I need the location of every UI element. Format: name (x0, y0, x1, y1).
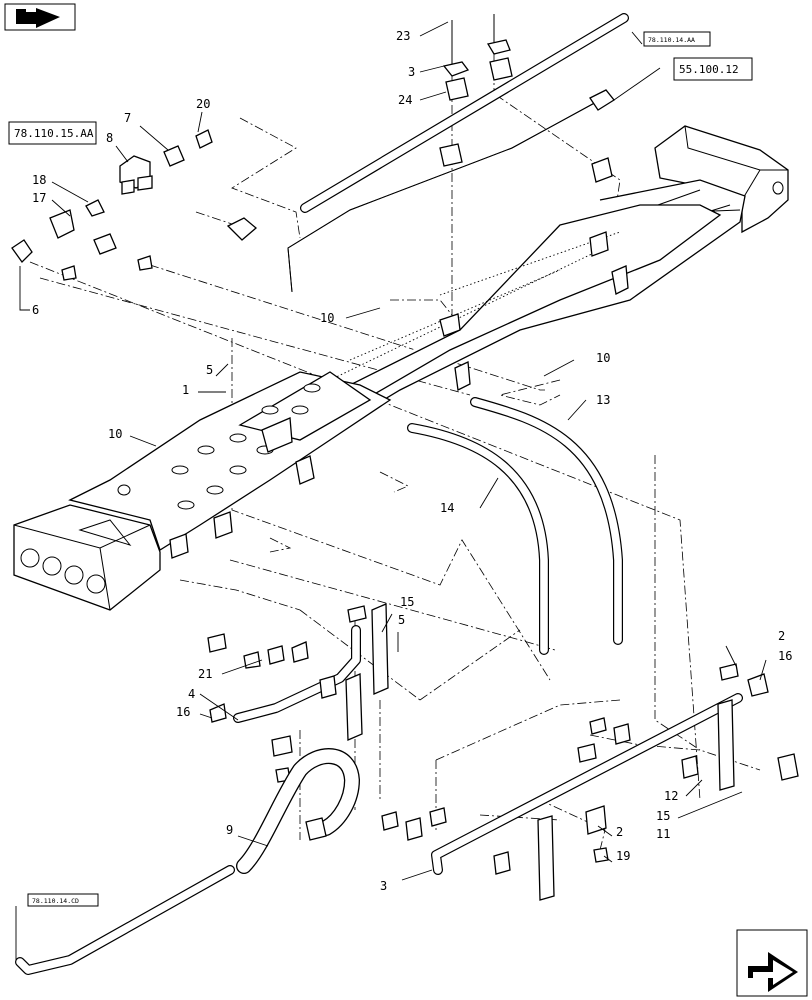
top-clamps (439, 14, 613, 183)
callout-23: 23 (396, 29, 410, 43)
section-ref-bottom-tube[interactable]: 78.110.14.CD (27, 893, 99, 907)
drawbar-frame (13, 125, 789, 611)
top-steel-tube (300, 13, 629, 213)
callout-11: 11 (656, 827, 670, 841)
lower-right-tube-assembly (381, 663, 799, 901)
callout-19: 19 (616, 849, 630, 863)
callout-16-right: 16 (778, 649, 792, 663)
section-ref-text: 55.100.12 (679, 63, 739, 76)
assembly-centerlines (29, 20, 761, 851)
callout-17: 17 (32, 191, 46, 205)
hose-9 (236, 748, 360, 874)
callout-2-upper: 2 (778, 629, 785, 643)
callout-8: 8 (106, 131, 113, 145)
callout-labels: 23 3 24 22 20 7 8 18 17 6 10 10 5 1 10 1… (32, 29, 792, 893)
callout-21: 21 (198, 667, 212, 681)
section-ref-text: 78.110.14.AA (648, 36, 695, 44)
tongue-holes (117, 383, 321, 510)
callout-5-upper: 5 (206, 363, 213, 377)
callout-13: 13 (596, 393, 610, 407)
callout-14: 14 (440, 501, 454, 515)
lower-left-tube-assembly (207, 603, 389, 783)
section-ref-wire-harness[interactable]: 55.100.12 (673, 57, 753, 81)
curved-tube-14 (407, 423, 549, 655)
leader-lines (15, 21, 767, 960)
section-ref-text: 78.110.14.CD (32, 897, 79, 905)
callout-20: 20 (196, 97, 210, 111)
section-ref-top-tube[interactable]: 78.110.14.AA (643, 31, 711, 47)
callout-12: 12 (664, 789, 678, 803)
callout-15-left: 15 (400, 595, 414, 609)
callout-2-lower: 2 (616, 825, 623, 839)
section-ref-left-valve[interactable]: 78.110.15.AA (8, 121, 97, 145)
bottom-steel-tube (15, 865, 235, 975)
callout-10-right: 10 (596, 351, 610, 365)
callout-24: 24 (398, 93, 412, 107)
front-ports (20, 548, 106, 594)
curved-tube-13 (470, 397, 623, 645)
callout-4: 4 (188, 687, 195, 701)
section-ref-text: 78.110.15.AA (14, 127, 94, 140)
callout-10-upper: 10 (320, 311, 334, 325)
wire-harness (226, 89, 615, 293)
callout-6: 6 (32, 303, 39, 317)
callout-16-left: 16 (176, 705, 190, 719)
callout-5-lower: 5 (398, 613, 405, 627)
callout-1: 1 (182, 383, 189, 397)
callout-15-right: 15 (656, 809, 670, 823)
next-page-arrow-icon[interactable] (736, 929, 808, 997)
callout-10-left: 10 (108, 427, 122, 441)
callout-9: 9 (226, 823, 233, 837)
callout-3-lower: 3 (380, 879, 387, 893)
book-arrow-icon[interactable] (4, 3, 76, 31)
callout-3-top: 3 (408, 65, 415, 79)
callout-18: 18 (32, 173, 46, 187)
valve-cluster (11, 129, 213, 281)
callout-7: 7 (124, 111, 131, 125)
